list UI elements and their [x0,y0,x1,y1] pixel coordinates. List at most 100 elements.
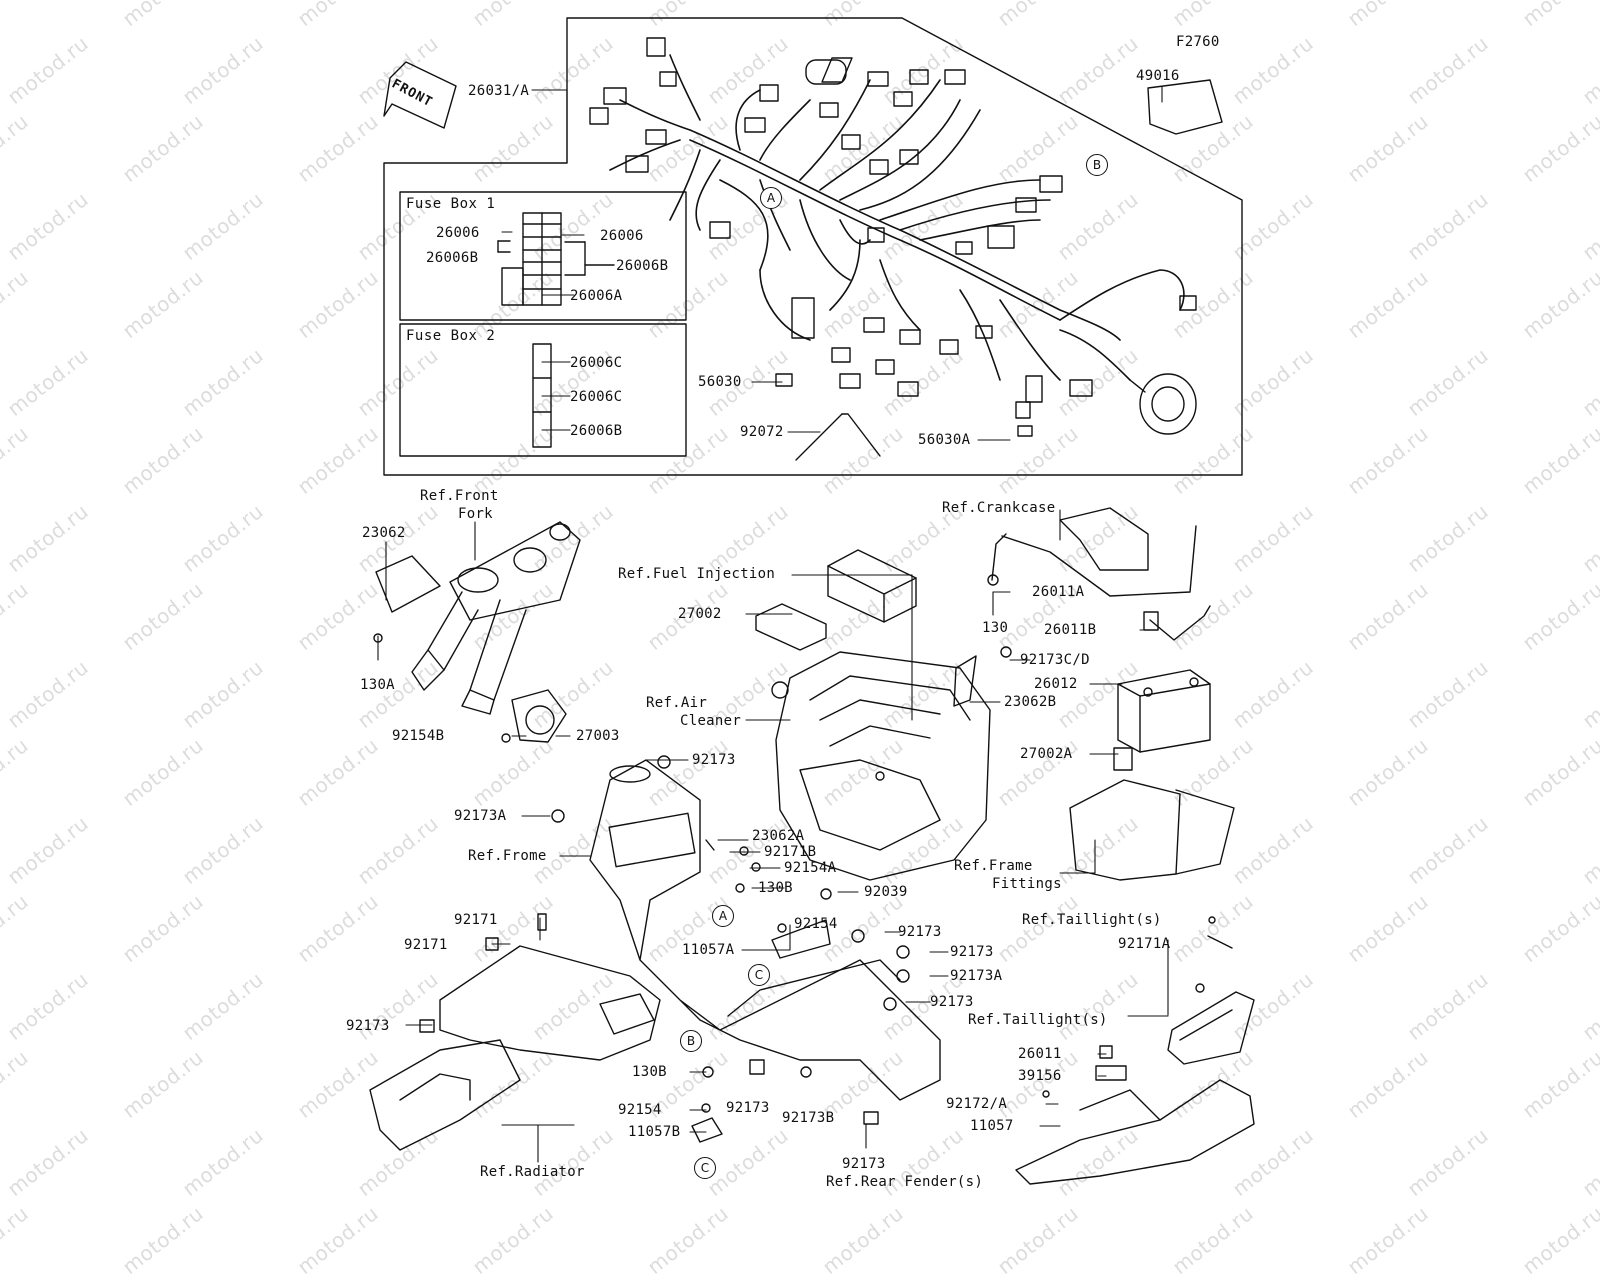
fuse-box-2-label: 26006B [570,423,623,439]
callout-56030a: 56030A [918,432,971,448]
air-cleaner [771,651,991,881]
callout-92173: 92173 [898,924,942,940]
front-fork [373,521,581,715]
figure-code: F2760 [1176,34,1220,50]
ref-radiator: Ref.Radiator [480,1164,585,1180]
watermark-text: motod.ru [467,1201,558,1279]
callout-92171: 92171 [404,937,448,953]
callout-92173: 92173 [726,1100,770,1116]
callout-92173b: 92173B [782,1110,835,1126]
callout-23062: 23062 [362,525,406,541]
callout-92154: 92154 [618,1102,662,1118]
bolt-92154 [701,1103,711,1113]
battery-cables [991,507,1211,641]
callout-26011b: 26011B [1044,622,1097,638]
bracket-11057a [771,888,832,959]
battery [1117,669,1211,753]
callout-56030: 56030 [698,374,742,390]
watermark-text: motod.ru [1167,1201,1258,1279]
harness-connectors [589,37,1223,461]
callout-26031a: 26031/A [468,83,530,99]
watermark-text: motod.ru [117,1201,208,1279]
watermark-text: motod.ru [992,1201,1083,1279]
circle-marker-c: C [748,964,770,986]
circle-marker-c: C [694,1157,716,1179]
fuse-box-1-title: Fuse Box 1 [406,196,496,212]
callout-92171a: 92171A [1118,936,1171,952]
circle-marker-b: B [680,1030,702,1052]
horn [501,689,567,743]
ref-frame: Ref.Frome [468,848,547,864]
harness-frame [383,17,1243,476]
ref-frame-fittings-2: Fittings [992,876,1062,892]
radiator-cover [369,945,661,1151]
fuse-box-2-label: 26006C [570,389,623,405]
callout-92154b: 92154B [392,728,445,744]
fuse-box-1-label: 26006B [616,258,669,274]
callout-92173: 92173 [930,994,974,1010]
grommet-92173cd [1000,646,1012,658]
fuse-box-1-label: 26006B [426,250,479,266]
callout-27002a: 27002A [1020,746,1073,762]
watermark-text: motod.ru [642,1201,733,1279]
fuse-box-2-frame [399,323,687,457]
callout-92172a: 92172/A [946,1096,1008,1112]
callout-92039: 92039 [864,884,908,900]
fuse-box-1-frame [399,191,687,321]
callout-23062a: 23062A [752,828,805,844]
callout-92154a: 92154A [784,860,837,876]
fuse-box-1-label: 26006 [600,228,644,244]
callout-26011: 26011 [1018,1046,1062,1062]
callout-11057: 11057 [970,1118,1014,1134]
ref-air-cleaner: Ref.Air [646,695,708,711]
callout-92154: 92154 [794,916,838,932]
main-harness [609,54,1185,381]
circle-marker-a: A [712,905,734,927]
callout-92171: 92171 [454,912,498,928]
callout-27003: 27003 [576,728,620,744]
ref-front-fork: Ref.Front [420,488,499,504]
callout-130b: 130B [632,1064,667,1080]
callout-92072: 92072 [740,424,784,440]
callout-11057a: 11057A [682,942,735,958]
callout-26012: 26012 [1034,676,1078,692]
callout-92173a: 92173A [454,808,507,824]
fuse-box-1-label: 26006A [570,288,623,304]
watermark-text: motod.ru [1342,1201,1433,1279]
callout-49016: 49016 [1136,68,1180,84]
rear-fender [1015,1045,1255,1185]
bracket-11057b [691,1117,723,1143]
fuse-box-1-fuses [497,212,615,306]
bolt-130 [987,574,999,586]
bracket-23062b [953,655,977,707]
ref-taillight-2: Ref.Taillight(s) [968,1012,1108,1028]
ref-rear-fender: Ref.Rear Fender(s) [826,1174,984,1190]
fuse-box-2-label: 26006C [570,355,623,371]
front-arrow-outline [383,61,457,129]
callout-23062b: 23062B [1004,694,1057,710]
callout-130b: 130B [758,880,793,896]
callout-92171b: 92171B [764,844,817,860]
watermark-text: motod.ru [292,1201,383,1279]
circle-marker-b: B [1086,154,1108,176]
callout-92173a: 92173A [950,968,1003,984]
callout-92173cd: 92173C/D [1020,652,1090,668]
clamps-92173 [419,809,910,1125]
callout-92173: 92173 [950,944,994,960]
callout-92173: 92173 [692,752,736,768]
ref-front-fork-2: Fork [458,506,493,522]
callout-130a: 130A [360,677,395,693]
fuse-box-1-label: 26006 [436,225,480,241]
callout-26011a: 26011A [1032,584,1085,600]
callout-11057b: 11057B [628,1124,681,1140]
watermark-text: motod.ru [0,1201,33,1279]
callout-92173: 92173 [842,1156,886,1172]
ref-taillight: Ref.Taillight(s) [1022,912,1162,928]
taillight [1167,916,1255,1065]
parts-diagram [369,17,1255,1185]
circle-marker-a: A [760,187,782,209]
watermark-text: motod.ru [817,1201,908,1279]
ecu [755,549,917,651]
watermark-text: motod.ru [1517,1201,1600,1279]
fuse-box-2-title: Fuse Box 2 [406,328,496,344]
